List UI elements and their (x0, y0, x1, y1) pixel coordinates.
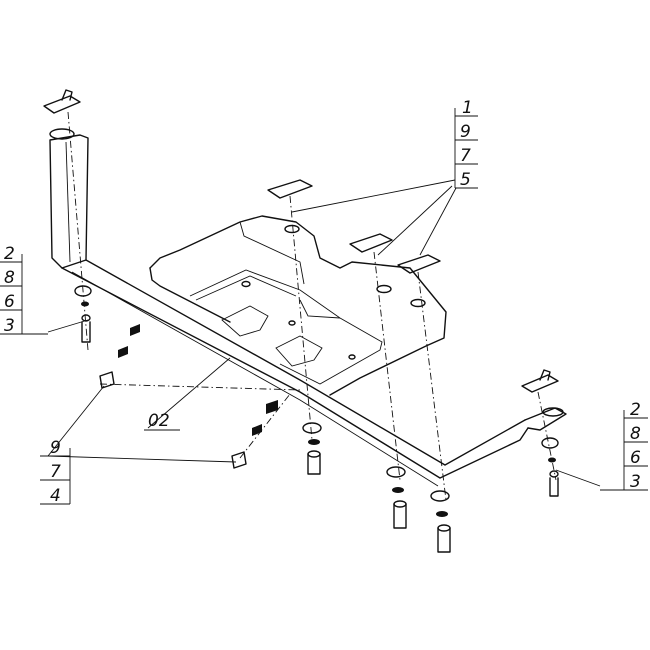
callout-label: 6 (630, 448, 641, 468)
callout-label: 4 (50, 486, 61, 506)
callout-label: 3 (630, 472, 641, 492)
callout-top-right: 1 9 7 5 (454, 98, 478, 190)
callout-label: 2 (4, 244, 15, 264)
callout-label: 8 (4, 268, 15, 288)
leader-lines (47, 179, 601, 487)
callout-label: 1 (462, 98, 473, 118)
callout-label: 9 (460, 122, 471, 142)
callout-part: 02 (144, 411, 180, 431)
callout-label: 3 (4, 316, 15, 336)
callout-left: 2 8 6 3 (0, 244, 48, 336)
callout-label: 9 (50, 438, 61, 458)
callout-label: 2 (630, 400, 641, 420)
part-label: 02 (148, 411, 170, 431)
callout-label: 8 (630, 424, 641, 444)
callout-label: 5 (460, 170, 471, 190)
axis-lines (67, 111, 557, 501)
callout-right: 2 8 6 3 (600, 400, 648, 492)
callout-label: 7 (50, 462, 61, 482)
fasteners (74, 285, 559, 553)
skid-plate (49, 128, 567, 487)
callout-label: 6 (4, 292, 15, 312)
callout-label: 7 (460, 146, 471, 166)
clip-nuts (43, 89, 559, 393)
callout-bottom-left: 9 7 4 (40, 438, 71, 506)
